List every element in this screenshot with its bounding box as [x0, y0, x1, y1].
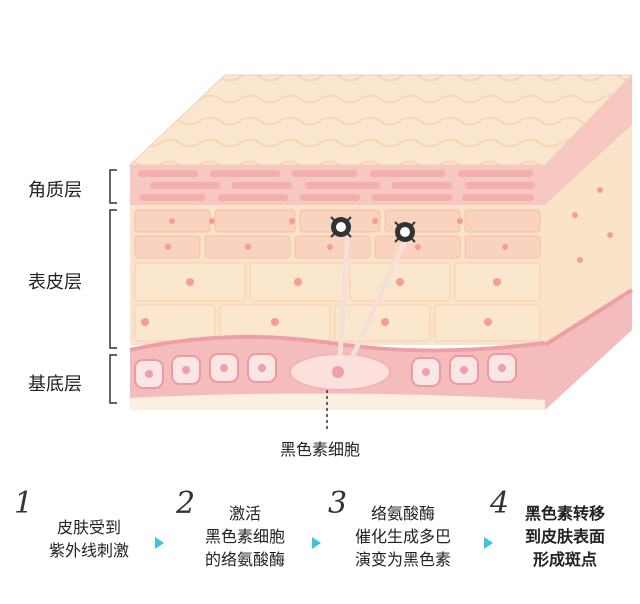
- step-number: 2: [176, 486, 196, 521]
- step-number: 1: [14, 486, 34, 521]
- side-face: [543, 75, 634, 410]
- step-line: 激活: [228, 504, 261, 523]
- bracket-icon: [109, 169, 117, 404]
- process-steps: 1 皮肤受到 紫外线刺激 2 激活 黑色素细胞 的络氨酸酶 3 络氨酸酶 催化生…: [0, 488, 640, 598]
- label-basal-layer: 基底层: [28, 374, 82, 395]
- label-epidermis: 表皮层: [28, 272, 82, 293]
- melanin-granule-icon: [394, 221, 416, 243]
- step-line: 紫外线刺激: [48, 541, 129, 560]
- skin-layers-diagram: [109, 74, 634, 432]
- front-face: [129, 165, 546, 410]
- step-number: 4: [490, 486, 510, 521]
- step-line: 形成斑点: [532, 550, 597, 569]
- step-line: 黑色素细胞: [204, 527, 285, 546]
- step-arrow-icon: [155, 537, 164, 549]
- step-line: 演变为黑色素: [354, 550, 451, 569]
- melanin-granule-icon: [330, 216, 352, 238]
- step-line: 皮肤受到: [56, 518, 121, 537]
- step-line: 到皮肤表面: [524, 527, 605, 546]
- step-arrow-icon: [312, 537, 321, 549]
- melanocyte-caption: 黑色素细胞: [280, 440, 361, 459]
- step-text: 皮肤受到 紫外线刺激: [14, 516, 164, 562]
- step-line: 黑色素转移: [524, 504, 605, 523]
- step-text: 黑色素转移 到皮肤表面 形成斑点: [490, 502, 640, 571]
- step-text: 激活 黑色素细胞 的络氨酸酶: [170, 502, 320, 571]
- label-stratum-corneum: 角质层: [28, 180, 82, 201]
- skin-surface-top: [128, 74, 634, 166]
- step-arrow-icon: [484, 537, 493, 549]
- step-line: 催化生成多巴: [354, 527, 451, 546]
- step-number: 3: [328, 486, 348, 521]
- step-line: 络氨酸酶: [370, 504, 435, 523]
- step-text: 络氨酸酶 催化生成多巴 演变为黑色素: [328, 502, 478, 571]
- step-line: 的络氨酸酶: [204, 550, 285, 569]
